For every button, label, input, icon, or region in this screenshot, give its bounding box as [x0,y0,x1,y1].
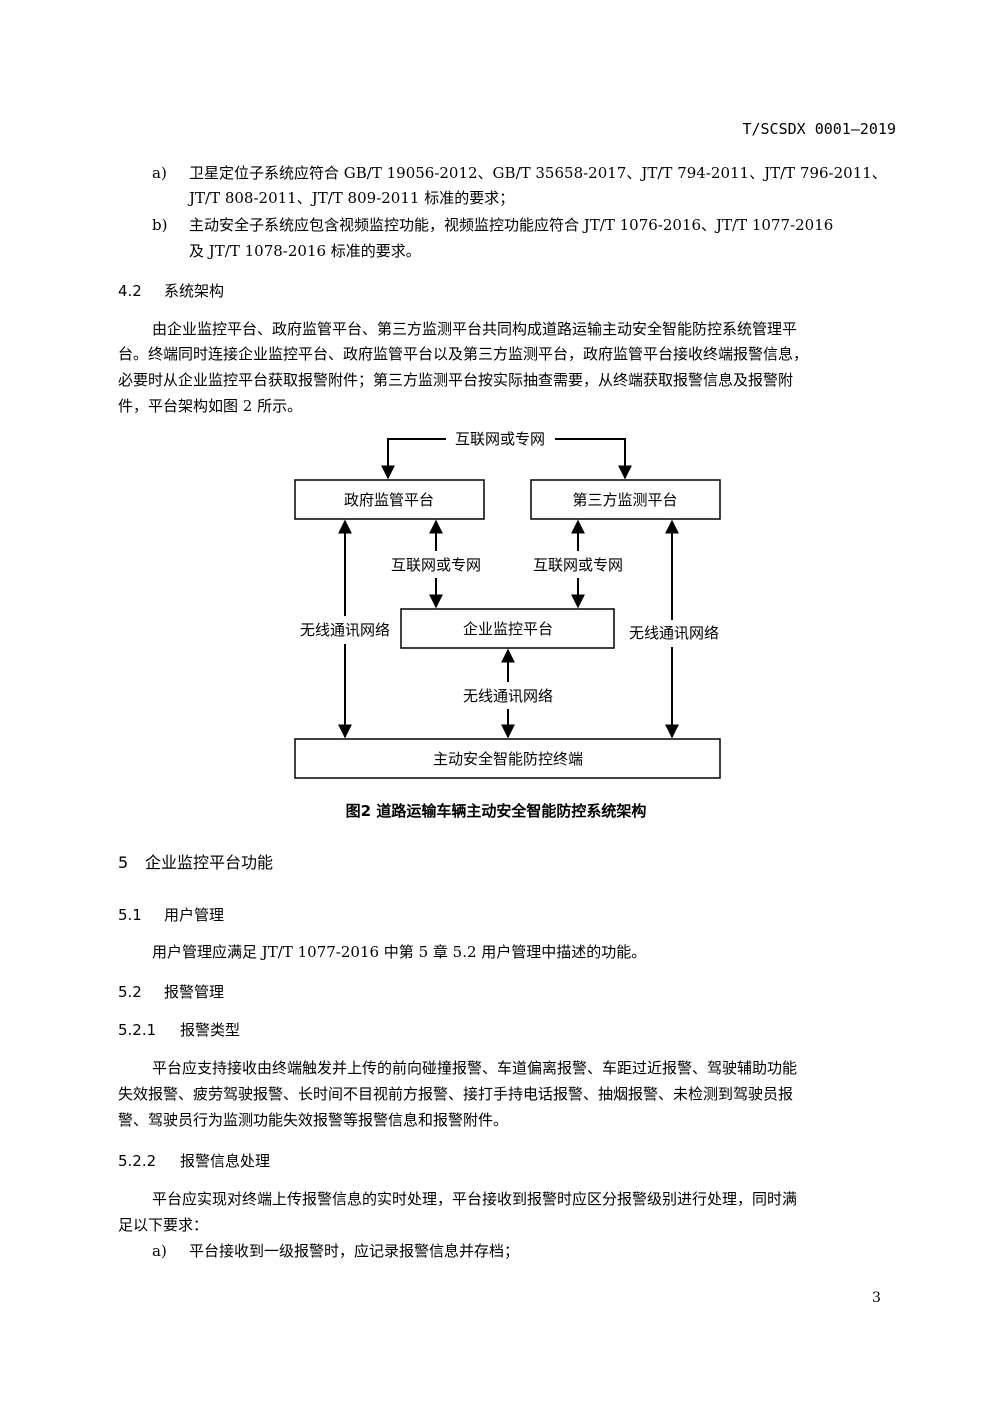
paragraph-line: 由企业监控平台、政府监管平台、第三方监测平台共同构成道路运输主动安全智能防控系统… [152,320,798,338]
section-number: 5.1 [118,906,142,924]
top-link-line [555,438,632,480]
section-number: 4.2 [118,282,142,300]
paragraph-line: 足以下要求： [118,1216,209,1234]
top-link-label: 互联网或专网 [455,430,545,448]
paragraph-line: 失效报警、疲劳驾驶报警、长时间不目视前方报警、接打手持电话报警、抽烟报警、未检测… [118,1085,794,1103]
figure-caption: 图2 道路运输车辆主动安全智能防控系统架构 [345,802,647,820]
terminal-box [294,738,721,779]
left-wireless-label: 无线通讯网络 [300,621,390,639]
right-mid-link-label: 互联网或专网 [533,556,623,574]
section-title: 企业监控平台功能 [145,853,274,872]
paragraph-line: 台。终端同时连接企业监控平台、政府监管平台以及第三方监测平台，政府监管平台接收终… [118,345,809,363]
center-wireless-label: 无线通讯网络 [463,687,553,705]
list-text: JT/T 808-2011、JT/T 809-2011 标准的要求； [189,189,515,207]
doc-code: T/SCSDX 0001—2019 [742,120,896,138]
gov-platform-box [294,479,485,520]
list-text: 卫星定位子系统应符合 GB/T 19056-2012、GB/T 35658-20… [189,164,887,182]
paragraph-line: 必要时从企业监控平台获取报警附件；第三方监测平台按实际抽查需要，从终端获取报警信… [118,371,794,389]
list-marker: a) [152,164,167,182]
terminal-label: 主动安全智能防控终端 [433,750,583,768]
top-link-line [381,438,446,480]
gov-platform-label: 政府监管平台 [344,491,434,509]
page-number: 3 [872,1290,881,1306]
section-title: 系统架构 [164,282,225,300]
paragraph-line: 平台应支持接收由终端触发并上传的前向碰撞报警、车道偏离报警、车距过近报警、驾驶辅… [152,1059,798,1077]
section-title: 报警信息处理 [180,1152,271,1170]
paragraph-line: 平台应实现对终端上传报警信息的实时处理，平台接收到报警时应区分报警级别进行处理，… [152,1190,798,1208]
third-platform-label: 第三方监测平台 [572,491,677,509]
paragraph-line: 用户管理应满足 JT/T 1077-2016 中第 5 章 5.2 用户管理中描… [152,943,647,961]
section-title: 报警类型 [180,1021,241,1039]
list-marker: a) [152,1242,167,1260]
section-number: 5.2.2 [118,1152,157,1170]
section-title: 用户管理 [164,906,225,924]
enterprise-platform-label: 企业监控平台 [463,620,553,638]
enterprise-platform-box [400,608,615,649]
paragraph-line: 警、驾驶员行为监测功能失效报警等报警信息和报警附件。 [118,1111,509,1129]
section-number: 5.2 [118,983,142,1001]
paragraph-line: 件，平台架构如图 2 所示。 [118,397,303,415]
list-text: 及 JT/T 1078-2016 标准的要求。 [189,242,421,260]
list-text: 主动安全子系统应包含视频监控功能，视频监控功能应符合 JT/T 1076-201… [189,216,834,234]
right-wireless-label: 无线通讯网络 [629,624,719,642]
third-platform-box [530,479,721,520]
list-text: 平台接收到一级报警时，应记录报警信息并存档； [189,1242,520,1260]
section-number: 5.2.1 [118,1021,157,1039]
section-title: 报警管理 [164,983,225,1001]
left-mid-link-label: 互联网或专网 [391,556,481,574]
section-number: 5 [118,853,129,872]
list-marker: b) [152,216,168,234]
